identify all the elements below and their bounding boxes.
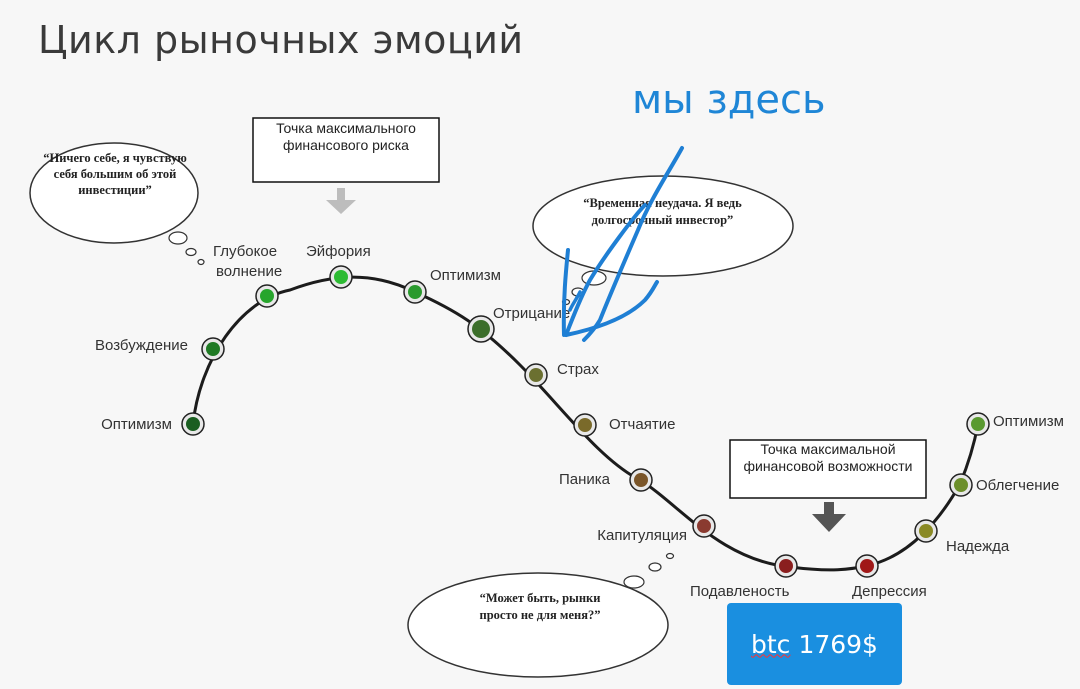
stage-label: Возбуждение: [95, 337, 188, 354]
max-risk-callout: Точка максимального финансового риска: [252, 117, 440, 214]
stage-marker: [779, 559, 793, 573]
stage-label: Оптимизм: [993, 413, 1064, 430]
stage-label: волнение: [216, 263, 282, 280]
stage-label: Страх: [557, 361, 599, 378]
stage-labels: ОптимизмВозбуждениеГлубокоеволнениеЭйфор…: [95, 243, 1064, 600]
stage-marker: [472, 320, 490, 338]
btc-ticker: btc: [751, 629, 791, 659]
stage-marker: [408, 285, 422, 299]
thought-text-middle: “Временная неудача. Я ведь долгосрочный …: [583, 196, 742, 227]
stage-label: Капитуляция: [597, 527, 687, 544]
stage-label: Глубокое: [213, 243, 277, 260]
btc-price: 1769$: [798, 629, 878, 659]
stage-label: Эйфория: [306, 243, 371, 260]
stage-label: Паника: [559, 471, 611, 488]
stage-label: Депрессия: [852, 583, 927, 600]
stage-label: Отчаятие: [609, 416, 675, 433]
stage-marker: [334, 270, 348, 284]
thought-text-top-left: “Ничего себе, я чувствую себя большим об…: [43, 151, 187, 197]
stage-markers: [181, 265, 990, 578]
stage-marker: [954, 478, 968, 492]
thought-text-bottom: “Может быть, рынки просто не для меня?”: [479, 591, 601, 622]
stage-marker: [860, 559, 874, 573]
max-risk-text: Точка максимального финансового риска: [276, 120, 416, 153]
thought-bubble-bottom: “Может быть, рынки просто не для меня?”: [407, 552, 675, 678]
stage-marker: [260, 289, 274, 303]
btc-price-badge: btc 1769$: [727, 603, 902, 685]
stage-label: Подавленость: [690, 583, 790, 600]
stage-label: Оптимизм: [101, 416, 172, 433]
stage-marker: [697, 519, 711, 533]
thought-bubble-middle: “Временная неудача. Я ведь долгосрочный …: [532, 175, 794, 306]
stage-marker: [578, 418, 592, 432]
down-arrow-icon: [812, 502, 846, 532]
stage-marker: [206, 342, 220, 356]
stage-label: Оптимизм: [430, 267, 501, 284]
stage-label: Надежда: [946, 538, 1010, 555]
stage-label: Отрицание: [493, 305, 570, 322]
stage-marker: [529, 368, 543, 382]
stage-label: Облегчение: [976, 477, 1059, 494]
stage-marker: [971, 417, 985, 431]
max-opportunity-text: Точка максимальной финансовой возможност…: [743, 441, 913, 474]
page-title: Цикл рыночных эмоций: [38, 18, 524, 62]
handwritten-label: мы здесь: [632, 77, 826, 123]
max-opportunity-callout: Точка максимальной финансовой возможност…: [729, 439, 927, 532]
stage-marker: [919, 524, 933, 538]
stage-marker: [186, 417, 200, 431]
cycle-curve: [191, 275, 980, 572]
stage-marker: [634, 473, 648, 487]
thought-bubble-top-left: “Ничего себе, я чувствую себя большим об…: [29, 142, 205, 266]
handwritten-annotation: мы здесь: [561, 77, 826, 342]
down-arrow-icon: [326, 188, 356, 214]
